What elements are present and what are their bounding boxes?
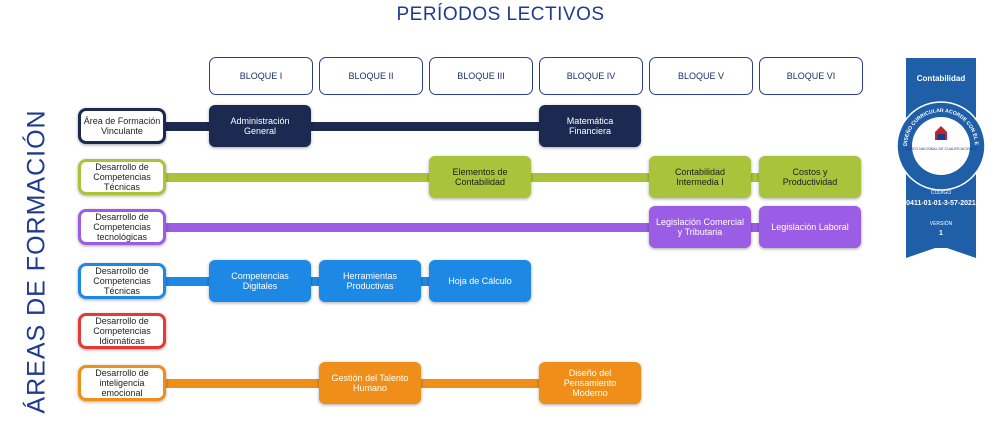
block-header: BLOQUE V [649,57,753,95]
seal-icon: DISEÑO CURRICULAR ACORDE CON EL ESTÁNDAR… [891,96,986,191]
course-box: Legislación Laboral [759,206,861,248]
course-box: Legislación Comercial y Tributaria [649,206,751,248]
area-label: Desarrollo de Competencias tecnológicas [78,209,166,245]
course-box: Gestión del Talento Humano [319,362,421,404]
course-box: Diseño del Pensamiento Moderno [539,362,641,404]
area-label: Desarrollo de inteligencia emocional [78,365,166,401]
course-box: Competencias Digitales [209,260,311,302]
area-label: Desarrollo de Competencias Técnicas [78,159,166,195]
badge-title: Contabilidad [916,74,966,83]
area-label: Desarrollo de Competencias Idiomáticas [78,313,166,349]
course-box: Herramientas Productivas [319,260,421,302]
block-header: BLOQUE I [209,57,313,95]
block-header: BLOQUE VI [759,57,863,95]
side-title: ÁREAS DE FORMACIÓN [22,109,51,414]
course-box: Costos y Productividad [759,156,861,198]
course-box: Matemática Financiera [539,105,641,147]
version-label: VERSIÓN [929,221,953,227]
block-header: BLOQUE II [319,57,423,95]
course-box: Elementos de Contabilidad [429,156,531,198]
course-box: Hoja de Cálculo [429,260,531,302]
course-box: Contabilidad Intermedia I [649,156,751,198]
code-value: 0411-01-01-3-57-2021 [906,200,976,207]
page-title: PERÍODOS LECTIVOS [396,4,605,25]
code-label: CODIGO [930,190,952,196]
area-connector-line [160,122,641,131]
course-box: Administración General [209,105,311,147]
version-value: 1 [939,230,943,237]
seal-center-text: MARCO NACIONAL DE CUALIFICACIONES [905,147,978,151]
area-label: Desarrollo de Competencias Técnicas [78,263,166,299]
block-header: BLOQUE III [429,57,533,95]
area-label: Área de Formación Vinculante [78,108,166,144]
block-header: BLOQUE IV [539,57,643,95]
area-connector-line [160,223,861,232]
